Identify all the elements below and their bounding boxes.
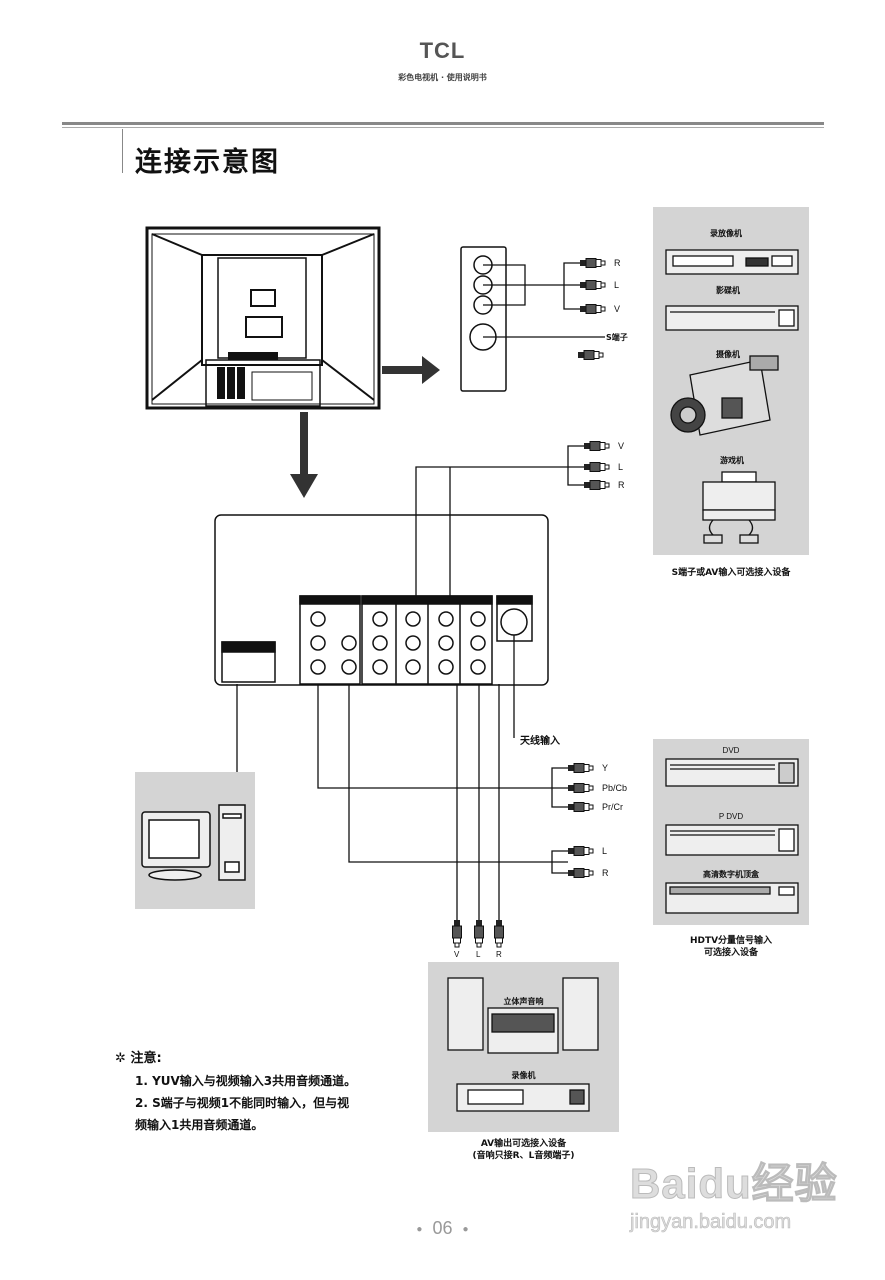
page-number: ● 06 ● [416, 1218, 469, 1238]
top-plug-label-l: L [618, 462, 624, 472]
component-label-pb: Pb/Cb [602, 783, 628, 793]
computer-icon [141, 804, 246, 881]
camcorder-icon [670, 355, 779, 436]
s-av-devices-caption: S端子或AV输入可选接入设备 [671, 568, 791, 578]
component-label-pr: Pr/Cr [602, 802, 623, 812]
device-label-camcorder: 摄像机 [716, 350, 740, 359]
panel-output-wires [236, 635, 570, 920]
component-plug-pb [567, 783, 594, 793]
note-line-2: 2. S端子与视频1不能同时输入，但与视 [135, 1096, 350, 1110]
top-plug-label-r: R [618, 480, 625, 490]
side-rca-plug-l [579, 280, 606, 290]
side-panel-illustration [460, 246, 507, 392]
bottom-plug-r [494, 919, 504, 948]
s-terminal-plug [577, 350, 604, 360]
tv-rear-panel [214, 514, 549, 686]
top-plug-label-v: V [618, 441, 625, 451]
component-label-y: Y [602, 763, 609, 773]
s-terminal-label: S端子 [606, 333, 628, 342]
av-out-caption-line1: AV输出可选接入设备 [480, 1139, 567, 1149]
watermark-brand: Baidu经验 [630, 1160, 838, 1208]
component-plug-pr [567, 802, 594, 812]
bottom-plug-label-r: R [496, 950, 502, 959]
device-label-dvd: DVD [722, 746, 740, 755]
hdtv-caption-line2: 可选接入设备 [703, 948, 758, 958]
side-plug-label-v: V [614, 304, 621, 314]
top-rca-plug-v [583, 441, 610, 451]
disc-player-icon [665, 305, 799, 331]
audio-label-l: L [602, 846, 608, 856]
set-top-box-icon [665, 882, 799, 914]
antenna-input-label: 天线输入 [520, 736, 560, 747]
arrow-right-icon [382, 356, 440, 384]
header-rule [62, 122, 824, 125]
lightbulb-icon: ✲ [115, 1051, 126, 1066]
note-line-3: 频输入1共用音频通道。 [135, 1118, 264, 1132]
brand-logo: TCL [419, 38, 466, 63]
device-label-set-top-box: 高清数字机顶盒 [703, 870, 759, 879]
page-title: 连接示意图 [135, 147, 280, 178]
note-line-1: 1. YUV输入与视频输入3共用音频通道。 [135, 1074, 357, 1088]
side-plug-label-l: L [614, 280, 620, 290]
game-console-icon [702, 471, 776, 544]
page-number-text: 06 [432, 1218, 453, 1238]
side-plug-label-r: R [614, 258, 621, 268]
audio-plug-r [567, 868, 594, 878]
top-rca-plug-l [583, 462, 610, 472]
vcr-icon [665, 249, 799, 275]
notes-heading: ✲ 注意: [115, 1048, 356, 1070]
device-label-vcr: 录放像机 [710, 229, 742, 238]
top-rca-plug-r [583, 480, 610, 490]
notes-heading-text: 注意: [130, 1051, 162, 1066]
component-plug-y [567, 763, 594, 773]
audio-plug-l [567, 846, 594, 856]
side-rca-plug-v [579, 304, 606, 314]
side-panel-wires [483, 262, 605, 338]
stereo-system-icon [487, 1007, 559, 1054]
bottom-plug-label-l: L [476, 950, 481, 959]
audio-label-r: R [602, 868, 609, 878]
header-subtitle: 彩色电视机 · 使用说明书 [398, 73, 487, 82]
progressive-dvd-icon [665, 824, 799, 856]
speaker-left-icon [447, 977, 484, 1051]
watermark-url: jingyan.baidu.com [630, 1211, 792, 1234]
baidu-watermark: Baidu经验 jingyan.baidu.com [630, 1150, 850, 1234]
vcr-recorder-icon [456, 1083, 590, 1112]
title-divider [122, 129, 123, 173]
device-label-stereo: 立体声音响 [503, 997, 544, 1006]
device-label-disc-player: 影碟机 [716, 286, 740, 295]
bottom-plug-label-v: V [454, 950, 460, 959]
bottom-plug-v [452, 919, 462, 948]
arrow-down-icon [290, 412, 318, 498]
speaker-right-icon [562, 977, 599, 1051]
device-label-game-console: 游戏机 [720, 456, 744, 465]
bottom-plug-l [474, 919, 484, 948]
notes-section: ✲ 注意: 1. YUV输入与视频输入3共用音频通道。 2. S端子与视频1不能… [115, 1048, 356, 1136]
top-plugs-wires [415, 445, 586, 598]
hdtv-caption-line1: HDTV分量信号输入 [689, 936, 773, 946]
side-rca-plug-r [579, 258, 606, 268]
av-out-caption-line2: (音响只接R、L音频端子) [472, 1151, 575, 1161]
header-rule-thin [62, 127, 824, 128]
tv-back-illustration [145, 226, 381, 410]
device-label-pdvd: P DVD [718, 812, 744, 821]
device-label-recorder: 录像机 [511, 1071, 536, 1080]
dvd-player-icon [665, 758, 799, 787]
